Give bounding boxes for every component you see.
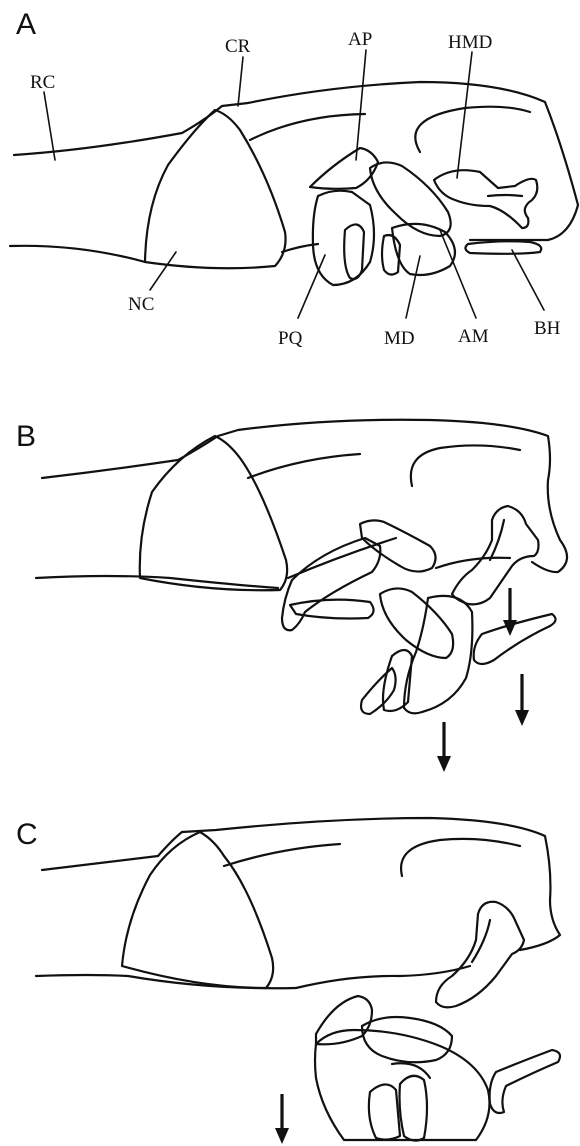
panel-c-cranium-outline: [182, 818, 560, 950]
panel-a-otic-ridge: [250, 114, 365, 140]
panel-a-rostrum-upper: [14, 106, 222, 155]
panel-c-rostrum-upper: [42, 832, 182, 870]
panel-a-pq-process: [344, 224, 364, 279]
panel-a-label-rc: RC: [30, 72, 55, 93]
panel-c-hyomandibula: [436, 902, 524, 1008]
panel-a-ap-leader: [356, 50, 366, 160]
panel-c: C: [16, 818, 560, 1144]
panel-c-md-tooth-2: [400, 1076, 428, 1141]
panel-b-mandible: [404, 596, 472, 713]
panel-c-otic-curve: [401, 839, 520, 876]
panel-a-label-hmd: HMD: [448, 32, 492, 53]
panel-a-label-ap: AP: [348, 29, 372, 50]
panel-a-otic-curve: [415, 107, 530, 152]
panel-a-antorbital-process: [310, 148, 378, 189]
panel-b-pq-process: [290, 600, 374, 619]
panel-a-label-bh: BH: [534, 318, 561, 339]
panel-a-adductor-mandibulae: [370, 162, 451, 236]
panel-c-md-tooth: [369, 1084, 400, 1139]
panel-b-cranium-outline: [218, 420, 567, 572]
panel-a: A RC: [10, 8, 578, 349]
panel-a-basihyal: [465, 241, 541, 253]
panel-b: B: [16, 420, 567, 772]
panel-a-cr-leader: [238, 57, 243, 106]
panel-a-letter: A: [16, 8, 36, 41]
panel-a-label-pq: PQ: [278, 328, 303, 349]
panel-b-arrow-3: [437, 722, 451, 772]
panel-c-otic-ridge: [224, 844, 340, 866]
panel-b-hyomandibula: [452, 506, 539, 604]
panel-a-nc-leader: [150, 252, 176, 290]
panel-b-palatoquadrate: [282, 538, 380, 630]
panel-c-antorbital-process: [362, 1017, 452, 1062]
panel-a-label-md: MD: [384, 328, 415, 349]
panel-b-arrow-1: [503, 588, 517, 636]
panel-b-otic-curve: [411, 445, 520, 486]
panel-b-letter: B: [16, 420, 36, 453]
panel-c-cranium-ventral: [296, 966, 470, 988]
panel-a-label-nc: NC: [128, 294, 154, 315]
panel-b-otic-ridge: [248, 454, 360, 478]
panel-a-pq-leader: [298, 255, 325, 318]
panel-b-rostrum-upper: [42, 436, 218, 478]
panel-c-nasal-capsule: [122, 832, 273, 988]
panel-b-md-tooth-2: [361, 668, 396, 714]
panel-a-cranium-outline: [222, 82, 578, 240]
panel-a-rc-leader: [44, 92, 55, 160]
panel-a-label-cr: CR: [225, 36, 251, 57]
panel-a-bh-leader: [512, 250, 544, 310]
panel-a-mandible: [392, 224, 455, 275]
panel-b-nasal-capsule: [140, 436, 287, 590]
panel-c-basihyal: [490, 1050, 560, 1113]
panel-a-hmd-ridge: [488, 195, 522, 196]
panel-b-cranium-ventral-2: [436, 558, 510, 568]
panel-b-adductor-mandibulae: [380, 588, 453, 658]
panel-c-arrow: [275, 1094, 289, 1144]
panel-a-label-am: AM: [458, 326, 489, 347]
panel-a-md-leader: [406, 256, 420, 318]
panel-a-rostrum-lower: [10, 246, 145, 262]
panel-b-arrow-2: [515, 674, 529, 726]
panel-b-antorbital-process: [360, 520, 436, 571]
panel-c-letter: C: [16, 818, 38, 851]
panel-a-hmd-leader: [457, 52, 472, 178]
